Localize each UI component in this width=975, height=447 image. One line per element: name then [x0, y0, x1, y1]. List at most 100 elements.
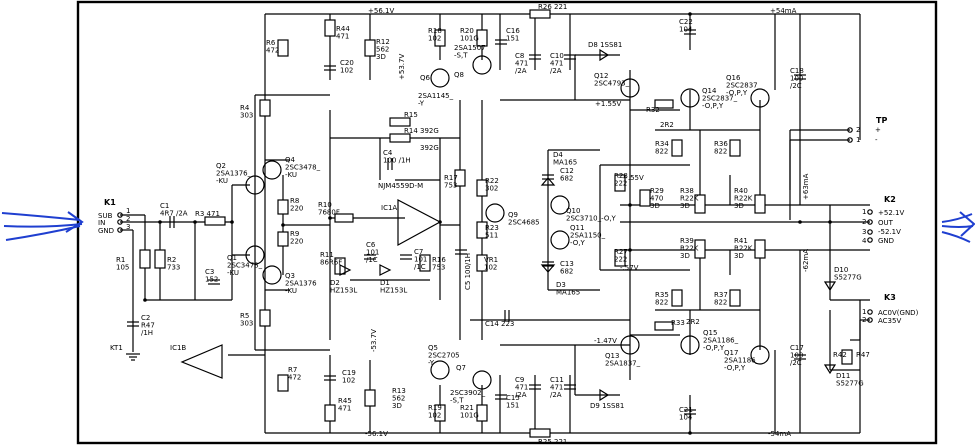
rail-top-right: +54mA: [770, 7, 797, 15]
label-r15: R15: [404, 111, 418, 119]
schematic-border: [76, 0, 938, 445]
tp-label: TP: [876, 116, 887, 125]
k3-num-2: 2: [862, 316, 866, 324]
kt1-label: KT1: [110, 344, 123, 352]
junction-dots: [143, 12, 832, 435]
input-arrow-annotation: [1, 211, 84, 241]
rail-current-pos: +63mA: [802, 173, 810, 200]
k3-label: K3: [884, 293, 896, 302]
k3-pin-0v: AC0V(GND): [878, 309, 919, 317]
rail-vertical-neg: -53.7V: [370, 329, 378, 352]
label-q8-part: 2SA1507-S,T: [454, 44, 486, 60]
rail-top-left: +56.1V: [368, 7, 394, 15]
label-c14: C14 223: [485, 320, 514, 328]
resistors: [139, 9, 853, 438]
rail-bottom-right: -54mA: [768, 430, 791, 438]
k3-pin-35v: AC35V: [878, 317, 901, 325]
opamp-ic1a: [397, 199, 442, 247]
label-ic-part: NJM4559D-M: [378, 182, 423, 190]
rail-mid-pos: +.55V: [622, 174, 644, 182]
k1-num-3: 3: [126, 223, 130, 231]
label-d9: D9 1SS81: [590, 402, 624, 410]
label-c5: C5 100/1H: [464, 253, 472, 290]
label-r25: R25 221: [538, 438, 567, 446]
k3-connector: [867, 309, 873, 323]
label-d8: D8 1SS81: [588, 41, 622, 49]
label-r42: R42: [833, 351, 847, 359]
label-q7-part: 2SC3902_-S,T: [450, 389, 486, 405]
capacitors: [127, 29, 806, 415]
k2-pin-pos: +52.1V: [878, 209, 904, 217]
k1-connector: [117, 212, 123, 233]
k2-pin-gnd: GND: [878, 237, 894, 245]
k1-pin-in: IN: [98, 219, 105, 227]
tp-num-2: 2: [856, 126, 860, 134]
ground-symbol: [126, 353, 140, 361]
k2-num-1: 1: [862, 208, 866, 216]
opamp-ic1b: [180, 344, 223, 379]
label-r47: R47: [856, 351, 870, 359]
transistors: [245, 55, 770, 390]
diodes: [339, 48, 837, 402]
k1-num-1: 1: [126, 207, 130, 215]
tp-num-1: 1: [856, 136, 860, 144]
k2-pin-out: OUT: [878, 219, 894, 227]
k2-num-4: 4: [862, 237, 867, 245]
tp-pin-minus: -: [875, 136, 878, 144]
k2-pin-neg: -52.1V: [878, 228, 901, 236]
k2-num-3: 3: [862, 228, 866, 236]
rail-bias-top: +1.55V: [595, 100, 621, 108]
label-ic1a: IC1A: [381, 204, 397, 212]
